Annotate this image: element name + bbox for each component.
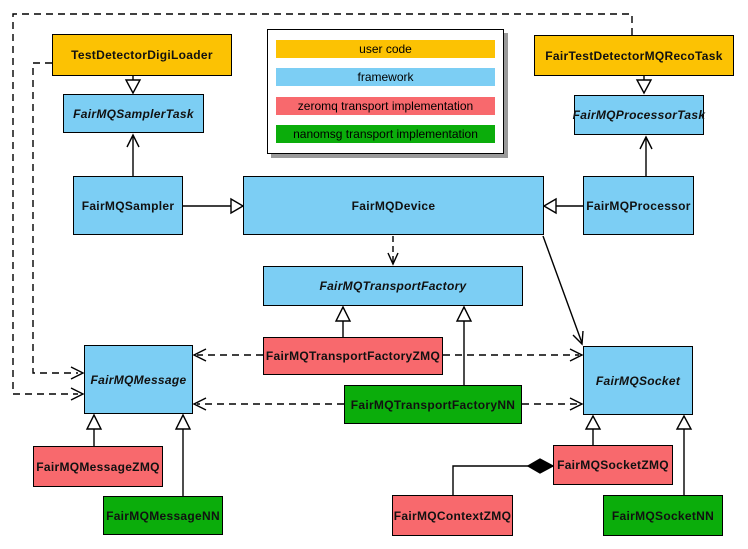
node-fairmqsocket: FairMQSocket [583, 346, 693, 415]
node-fairmqmessagezmq: FairMQMessageZMQ [33, 446, 163, 487]
edge-factorynn-socket [522, 397, 584, 411]
node-fairmqsocketnn: FairMQSocketNN [603, 495, 723, 536]
edge-socketzmq-socket [584, 414, 602, 445]
edge-recotask-message [12, 13, 633, 401]
edge-messagezmq-message [85, 413, 103, 446]
node-fairmqmessagenn: FairMQMessageNN [103, 496, 223, 535]
node-fairmqtransportfactorynn: FairMQTransportFactoryNN [344, 385, 522, 424]
node-fairmqcontextzmq: FairMQContextZMQ [392, 495, 513, 536]
legend-item-nanomsg: nanomsg transport implementation [276, 124, 495, 143]
node-fairmqmessage: FairMQMessage [84, 345, 193, 414]
node-fairmqsampler: FairMQSampler [73, 176, 183, 235]
legend-item-zeromq: zeromq transport implementation [276, 96, 495, 115]
edge-device-factory [387, 236, 399, 266]
edge-processor-processortask [639, 135, 653, 176]
edge-processor-device [542, 197, 583, 215]
edge-factorynn-factory [455, 305, 473, 385]
edge-factoryzmq-factory [334, 305, 352, 337]
edge-sampler-device [183, 197, 245, 215]
node-fairmqdevice: FairMQDevice [243, 176, 544, 235]
edge-contextzmq-socketzmq [452, 458, 555, 495]
edge-digiloader-message [32, 62, 85, 380]
edge-factoryzmq-message [192, 348, 263, 362]
legend-item-framework: framework [276, 68, 495, 87]
node-fairmqprocessor: FairMQProcessor [583, 176, 694, 235]
node-testdetectordigiloader: TestDetectorDigiLoader [52, 34, 232, 76]
legend-item-user-code: user code [276, 40, 495, 59]
node-fairmqsamplertask: FairMQSamplerTask [63, 94, 204, 133]
edge-factoryzmq-socket [443, 348, 584, 362]
edge-device-socket [542, 235, 584, 346]
node-fairmqsocketzmq: FairMQSocketZMQ [553, 445, 673, 485]
node-fairmqtransportfactoryzmq: FairMQTransportFactoryZMQ [263, 337, 443, 375]
edge-socketnn-socket [675, 414, 693, 495]
node-fairmqtransportfactory: FairMQTransportFactory [263, 266, 523, 306]
edge-sampler-samplertask [126, 133, 140, 176]
edge-recotask-processortask [635, 76, 653, 95]
edge-messagenn-message [174, 413, 192, 496]
legend: user code framework zeromq transport imp… [267, 29, 504, 154]
node-fairmqprocessortask: FairMQProcessorTask [573, 95, 705, 135]
edge-digiloader-samplertask [124, 76, 142, 95]
node-fairtestdetectormqrecotask: FairTestDetectorMQRecoTask [534, 35, 734, 76]
edge-factorynn-message [192, 397, 344, 411]
